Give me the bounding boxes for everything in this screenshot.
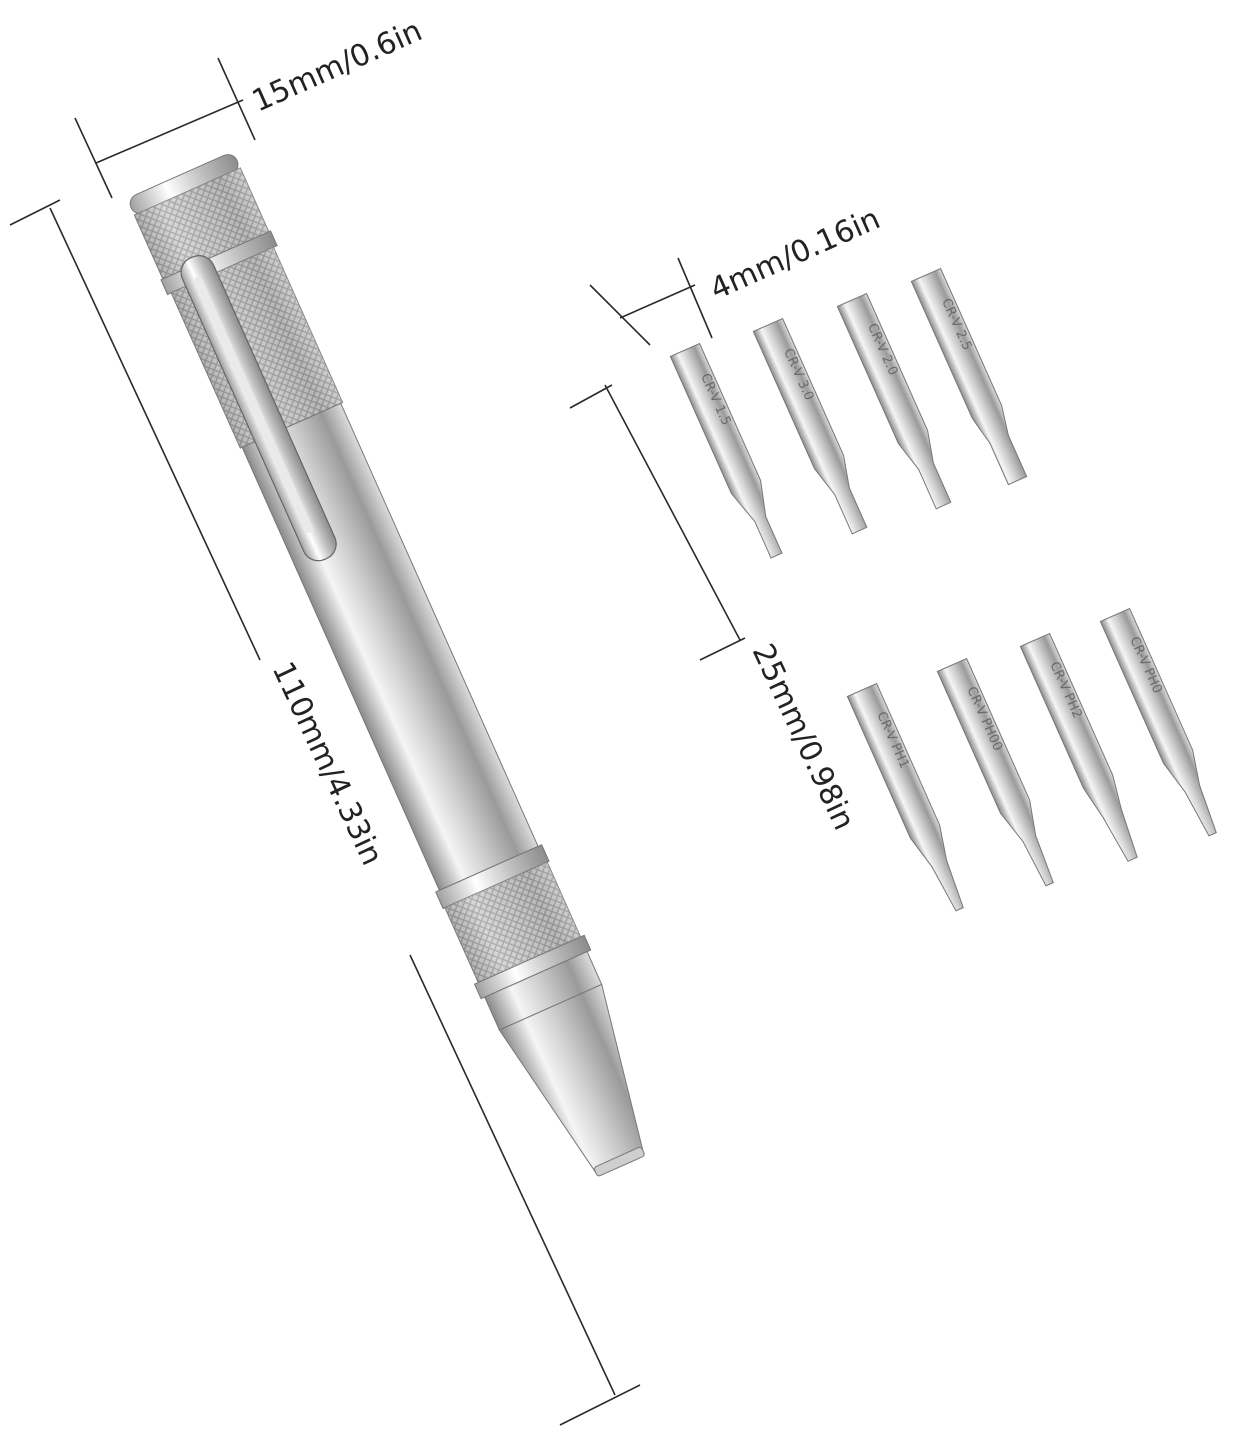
bit-flat-3-0: CR-V 3.0: [752, 317, 868, 535]
bits-top-row: CR-V 1.5 CR-V 3.0 CR-V 2.0 CR-V 2.5: [669, 267, 1028, 559]
width-dimension-label: 15mm/0.6in: [247, 13, 427, 119]
dimension-lines: [9, 57, 746, 1426]
bit-width-dimension-label: 4mm/0.16in: [705, 201, 885, 307]
bit-phillips-ph1: CR-V PH1: [846, 682, 964, 912]
bit-phillips-ph2: CR-V PH2: [1019, 632, 1138, 862]
bit-length-dimension-label: 25mm/0.98in: [745, 639, 862, 836]
bit-flat-1-5: CR-V 1.5: [669, 342, 783, 559]
screwdriver-pen: [129, 154, 645, 1177]
bits-bottom-row: CR-V PH1 CR-V PH00 CR-V PH2 CR-V PH0: [846, 607, 1217, 912]
